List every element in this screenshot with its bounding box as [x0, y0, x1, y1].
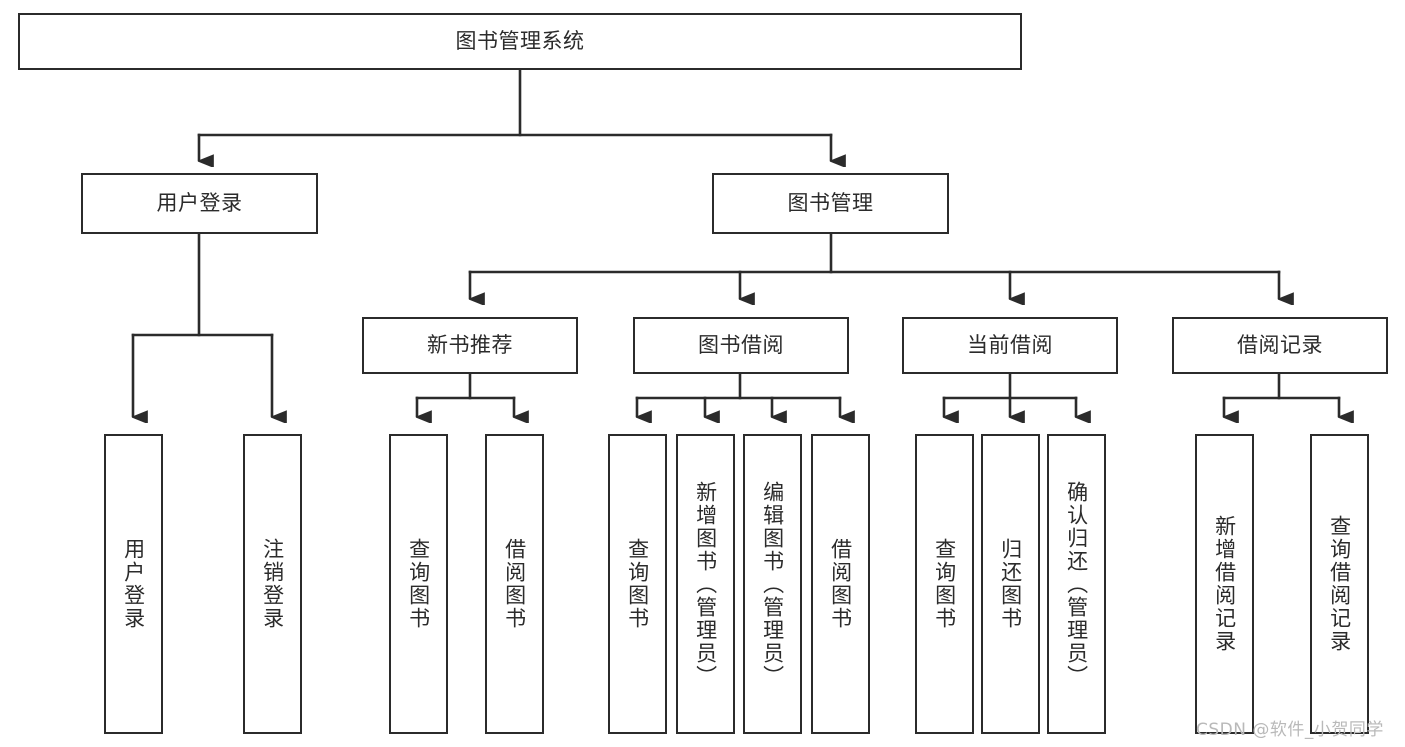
node-label: 确认归还（管理员）: [1064, 480, 1089, 688]
leaf-borrow-record-query-record[interactable]: 查询借阅记录: [1310, 434, 1369, 734]
node-book-borrow[interactable]: 图书借阅: [633, 317, 849, 374]
node-book-management[interactable]: 图书管理: [712, 173, 949, 234]
node-root-book-management-system[interactable]: 图书管理系统: [18, 13, 1022, 70]
node-label: 新书推荐: [427, 332, 513, 357]
node-label: 用户登录: [121, 538, 146, 630]
node-label: 查询图书: [625, 538, 650, 630]
leaf-current-borrow-return-book[interactable]: 归还图书: [981, 434, 1040, 734]
node-label: 新增图书（管理员）: [693, 480, 718, 688]
leaf-book-borrow-add-book-admin[interactable]: 新增图书（管理员）: [676, 434, 735, 734]
node-label: 当前借阅: [967, 332, 1053, 357]
node-label: 借阅图书: [502, 538, 527, 630]
leaf-new-book-borrow-book[interactable]: 借阅图书: [485, 434, 544, 734]
node-label: 图书借阅: [698, 332, 784, 357]
node-label: 图书管理系统: [455, 28, 585, 53]
leaf-user-login-login[interactable]: 用户登录: [104, 434, 163, 734]
node-user-login[interactable]: 用户登录: [81, 173, 318, 234]
leaf-book-borrow-query-book[interactable]: 查询图书: [608, 434, 667, 734]
node-label: 用户登录: [156, 190, 243, 215]
node-label: 图书管理: [787, 190, 874, 215]
node-label: 归还图书: [998, 538, 1023, 630]
node-borrow-record[interactable]: 借阅记录: [1172, 317, 1388, 374]
node-label: 查询图书: [406, 538, 431, 630]
node-label: 借阅记录: [1237, 332, 1323, 357]
leaf-current-borrow-query-book[interactable]: 查询图书: [915, 434, 974, 734]
leaf-user-login-logout[interactable]: 注销登录: [243, 434, 302, 734]
node-label: 注销登录: [260, 538, 285, 630]
node-label: 借阅图书: [828, 538, 853, 630]
leaf-current-borrow-confirm-return-admin[interactable]: 确认归还（管理员）: [1047, 434, 1106, 734]
csdn-watermark: CSDN @软件_小贺同学: [1196, 720, 1384, 740]
node-label: 编辑图书（管理员）: [760, 480, 785, 688]
node-current-borrow[interactable]: 当前借阅: [902, 317, 1118, 374]
leaf-borrow-record-add-record[interactable]: 新增借阅记录: [1195, 434, 1254, 734]
node-new-book-recommend[interactable]: 新书推荐: [362, 317, 578, 374]
node-label: 新增借阅记录: [1212, 515, 1237, 653]
node-label: 查询图书: [932, 538, 957, 630]
leaf-book-borrow-edit-book-admin[interactable]: 编辑图书（管理员）: [743, 434, 802, 734]
node-label: 查询借阅记录: [1327, 515, 1352, 653]
leaf-book-borrow-borrow-book[interactable]: 借阅图书: [811, 434, 870, 734]
leaf-new-book-query-book[interactable]: 查询图书: [389, 434, 448, 734]
